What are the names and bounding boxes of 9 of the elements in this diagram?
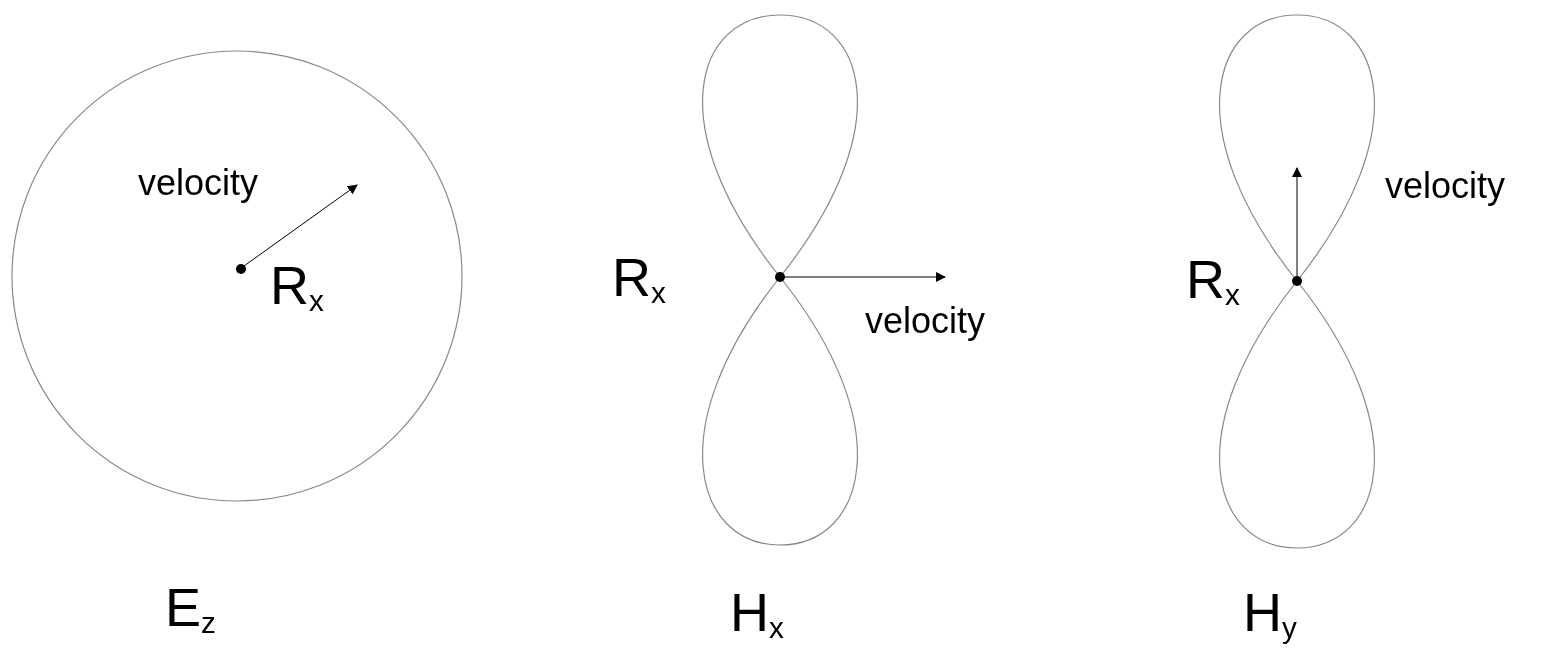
receiver-label: R$_{x}$ — [1186, 252, 1240, 311]
velocity-label: velocity — [865, 303, 986, 339]
velocity-label: velocity — [1385, 168, 1506, 204]
receiver-label: R$_{x}$ — [612, 250, 666, 309]
field-component-label: H$_{x}$ — [730, 585, 784, 644]
velocity-label: velocity — [138, 165, 259, 201]
receiver-label: R$_{x}$ — [270, 258, 324, 317]
field-component-label: H$_{y}$ — [1243, 585, 1297, 644]
field-component-label: E$_{z}$ — [165, 580, 216, 639]
